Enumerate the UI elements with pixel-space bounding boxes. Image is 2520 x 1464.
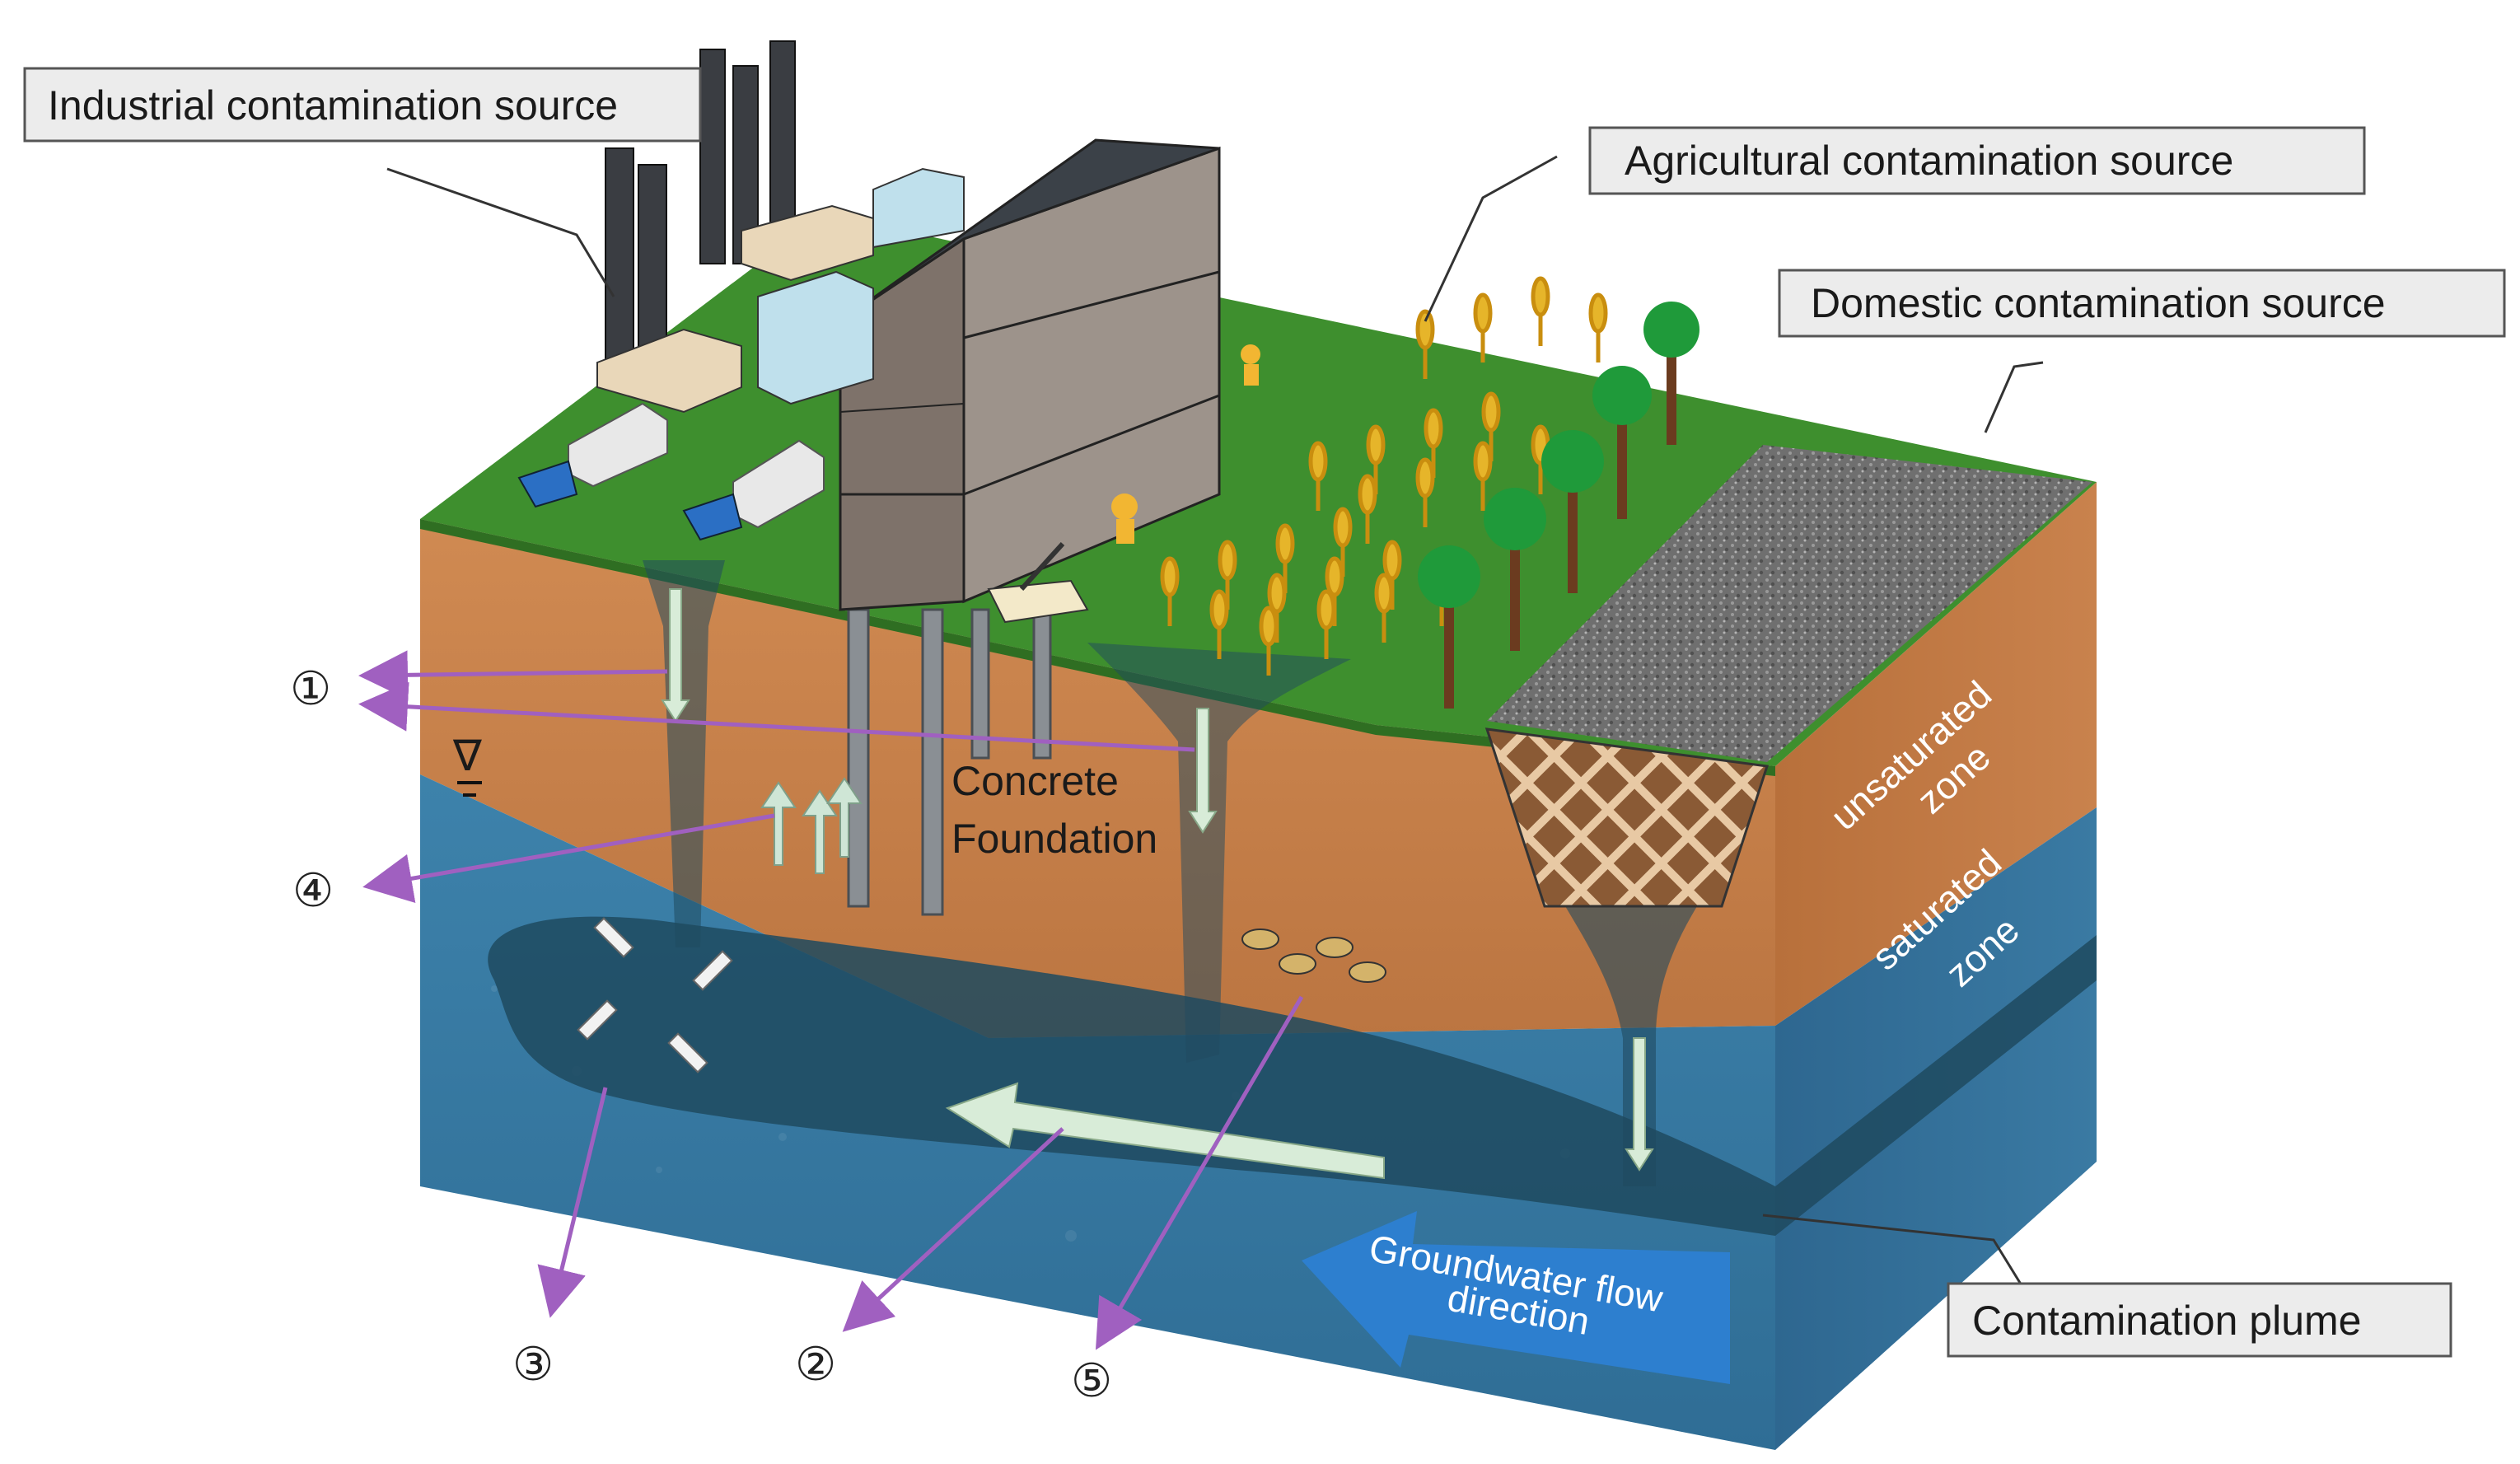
degradation-cross <box>577 917 733 1073</box>
callout-domestic: Domestic contamination source <box>1778 269 2506 338</box>
industrial-chimneys <box>605 40 796 363</box>
front-soil-face <box>420 519 1775 1038</box>
microbe-cluster <box>1241 928 1386 983</box>
infiltration-column-landfill <box>1565 906 1697 1186</box>
marker-1: ① <box>290 662 331 716</box>
leader-lines <box>386 155 2044 1294</box>
svg-text:Industrial contamination sourc: Industrial contamination source <box>48 82 618 129</box>
excavator <box>987 541 1089 624</box>
foundation-piles <box>847 608 1052 916</box>
callout-plume: Contamination plume <box>1947 1282 2452 1358</box>
side-water-face <box>1775 807 2097 1450</box>
workers <box>1111 344 1260 544</box>
marker-5: ⑤ <box>1071 1354 1112 1408</box>
foundation-label-line1: Concrete <box>951 758 1119 804</box>
svg-text:Domestic contamination source: Domestic contamination source <box>1811 280 2386 326</box>
infiltration-column-2 <box>1087 643 1351 1063</box>
callout-industrial: Industrial contamination source <box>23 67 702 143</box>
landfill-pit <box>1484 727 1769 908</box>
marker-2: ② <box>795 1338 836 1392</box>
contamination-plume <box>488 916 1775 1236</box>
groundwater-flow-arrow <box>1302 1211 1730 1384</box>
infiltration-column-1 <box>643 560 725 947</box>
side-soil-face <box>1775 482 2097 1026</box>
svg-text:Contamination plume: Contamination plume <box>1972 1298 2362 1344</box>
callout-agricultural: Agricultural contamination source <box>1588 126 2366 195</box>
side-plume-band <box>1775 935 2097 1236</box>
pointer-arrows <box>358 650 1304 1350</box>
factory-blocks <box>596 167 965 414</box>
downward-arrows <box>661 588 1654 1172</box>
water-table-symbol: ∇ <box>452 732 482 780</box>
truck-2 <box>682 439 825 541</box>
crop-field <box>1160 276 1608 676</box>
landfill-top <box>1487 445 2092 762</box>
plume-flow-arrow <box>945 1082 1385 1180</box>
tree-row <box>1418 302 1699 709</box>
marker-4: ④ <box>292 864 334 918</box>
foundation-label-line2: Foundation <box>951 816 1157 862</box>
marker-3: ③ <box>512 1338 554 1392</box>
truck-1 <box>517 402 668 508</box>
volatilization-arrows <box>760 777 863 874</box>
svg-text:Agricultural contamination sou: Agricultural contamination source <box>1625 138 2233 184</box>
